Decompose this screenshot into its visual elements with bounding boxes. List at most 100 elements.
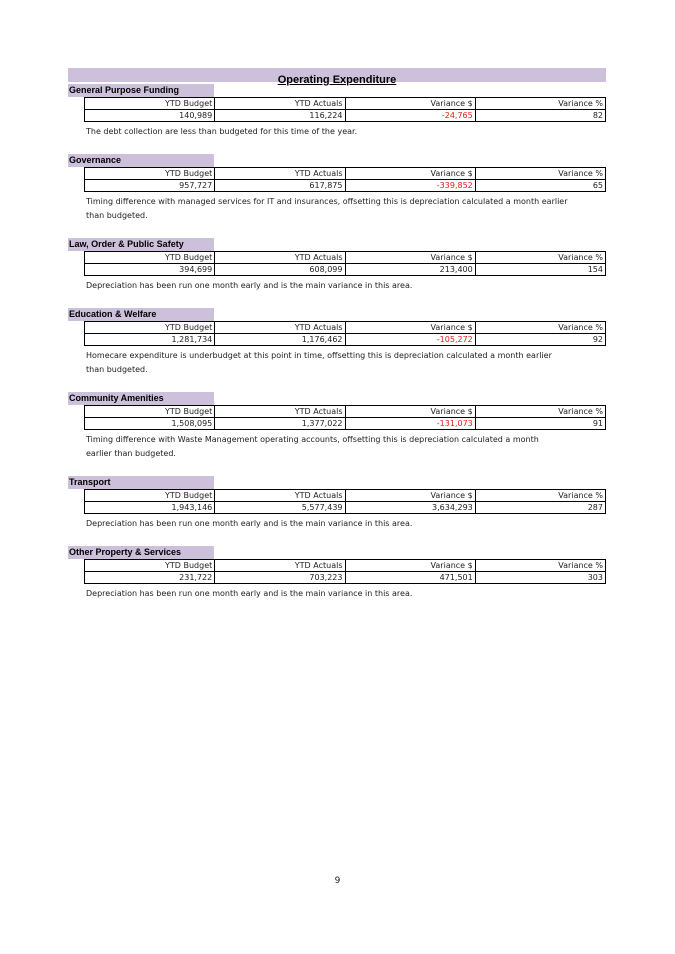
- variance-table: YTD Budget YTD Actuals Variance $ Varian…: [83, 251, 607, 276]
- header-ytd-actuals: YTD Actuals: [214, 167, 346, 180]
- note-line: Depreciation has been run one month earl…: [86, 519, 413, 528]
- ytd-actuals-value: 5,577,439: [214, 501, 346, 514]
- header-ytd-budget: YTD Budget: [83, 489, 216, 502]
- table-row: 1,281,734 1,176,462 -105,272 92: [83, 333, 607, 346]
- table-row: 1,508,095 1,377,022 -131,073 91: [83, 417, 607, 430]
- variance-amount-value: 3,634,293: [344, 501, 476, 514]
- header-ytd-actuals: YTD Actuals: [214, 405, 346, 418]
- header-ytd-actuals: YTD Actuals: [214, 251, 346, 264]
- note-line: Depreciation has been run one month earl…: [86, 281, 413, 290]
- note-line: Timing difference with Waste Management …: [86, 435, 539, 444]
- variance-percent-value: 91: [474, 417, 607, 430]
- ytd-actuals-value: 608,099: [214, 263, 346, 276]
- variance-percent-value: 154: [474, 263, 607, 276]
- section-transport: Transport YTD Budget YTD Actuals Varianc…: [68, 476, 608, 531]
- header-variance-percent: Variance %: [474, 321, 607, 334]
- header-variance-amount: Variance $: [344, 167, 476, 180]
- section-note: The debt collection are less than budget…: [86, 125, 586, 139]
- table-row: 394,699 608,099 213,400 154: [83, 263, 607, 276]
- section-note: Depreciation has been run one month earl…: [86, 517, 586, 531]
- section-note: Depreciation has been run one month earl…: [86, 279, 586, 293]
- header-ytd-actuals: YTD Actuals: [214, 489, 346, 502]
- variance-amount-value: -339,852: [344, 179, 476, 192]
- note-line: The debt collection are less than budget…: [86, 127, 358, 136]
- header-ytd-budget: YTD Budget: [83, 97, 216, 110]
- section-note: Homecare expenditure is underbudget at t…: [86, 349, 586, 376]
- table-row: 231,722 703,223 471,501 303: [83, 571, 607, 584]
- note-line: Timing difference with managed services …: [86, 197, 568, 206]
- header-variance-percent: Variance %: [474, 167, 607, 180]
- variance-table: YTD Budget YTD Actuals Variance $ Varian…: [83, 97, 607, 122]
- ytd-budget-value: 140,989: [83, 109, 216, 122]
- variance-percent-value: 303: [474, 571, 607, 584]
- header-variance-amount: Variance $: [344, 489, 476, 502]
- section-community-amenities: Community Amenities YTD Budget YTD Actua…: [68, 392, 608, 460]
- variance-percent-value: 65: [474, 179, 607, 192]
- section-general-purpose-funding: General Purpose Funding YTD Budget YTD A…: [68, 84, 608, 139]
- header-ytd-actuals: YTD Actuals: [214, 559, 346, 572]
- section-heading: Other Property & Services: [68, 546, 214, 559]
- table-row: 957,727 617,875 -339,852 65: [83, 179, 607, 192]
- section-heading: Community Amenities: [68, 392, 214, 405]
- section-heading: General Purpose Funding: [68, 84, 214, 97]
- table-header-row: YTD Budget YTD Actuals Variance $ Varian…: [83, 251, 607, 264]
- section-education-welfare: Education & Welfare YTD Budget YTD Actua…: [68, 308, 608, 376]
- table-header-row: YTD Budget YTD Actuals Variance $ Varian…: [83, 321, 607, 334]
- variance-table: YTD Budget YTD Actuals Variance $ Varian…: [83, 321, 607, 346]
- note-line: than budgeted.: [86, 210, 148, 220]
- header-variance-percent: Variance %: [474, 97, 607, 110]
- section-other-property-services: Other Property & Services YTD Budget YTD…: [68, 546, 608, 601]
- ytd-actuals-value: 116,224: [214, 109, 346, 122]
- variance-amount-value: -131,073: [344, 417, 476, 430]
- header-variance-amount: Variance $: [344, 405, 476, 418]
- ytd-budget-value: 231,722: [83, 571, 216, 584]
- variance-amount-value: -24,765: [344, 109, 476, 122]
- table-row: 1,943,146 5,577,439 3,634,293 287: [83, 501, 607, 514]
- page-title: Operating Expenditure: [277, 74, 397, 86]
- section-law-order-public-safety: Law, Order & Public Safety YTD Budget YT…: [68, 238, 608, 293]
- header-ytd-budget: YTD Budget: [83, 251, 216, 264]
- table-header-row: YTD Budget YTD Actuals Variance $ Varian…: [83, 97, 607, 110]
- table-header-row: YTD Budget YTD Actuals Variance $ Varian…: [83, 489, 607, 502]
- header-ytd-actuals: YTD Actuals: [214, 97, 346, 110]
- header-ytd-actuals: YTD Actuals: [214, 321, 346, 334]
- header-ytd-budget: YTD Budget: [83, 321, 216, 334]
- header-ytd-budget: YTD Budget: [83, 405, 216, 418]
- note-line: earlier than budgeted.: [86, 448, 176, 458]
- ytd-actuals-value: 617,875: [214, 179, 346, 192]
- header-variance-amount: Variance $: [344, 321, 476, 334]
- header-variance-percent: Variance %: [474, 405, 607, 418]
- ytd-actuals-value: 703,223: [214, 571, 346, 584]
- section-note: Depreciation has been run one month earl…: [86, 587, 586, 601]
- ytd-actuals-value: 1,377,022: [214, 417, 346, 430]
- note-line: Homecare expenditure is underbudget at t…: [86, 351, 552, 360]
- variance-percent-value: 92: [474, 333, 607, 346]
- section-heading: Transport: [68, 476, 214, 489]
- header-variance-percent: Variance %: [474, 489, 607, 502]
- table-header-row: YTD Budget YTD Actuals Variance $ Varian…: [83, 405, 607, 418]
- variance-amount-value: -105,272: [344, 333, 476, 346]
- variance-table: YTD Budget YTD Actuals Variance $ Varian…: [83, 489, 607, 514]
- ytd-budget-value: 1,508,095: [83, 417, 216, 430]
- header-ytd-budget: YTD Budget: [83, 559, 216, 572]
- variance-table: YTD Budget YTD Actuals Variance $ Varian…: [83, 405, 607, 430]
- header-variance-amount: Variance $: [344, 251, 476, 264]
- section-heading: Education & Welfare: [68, 308, 214, 321]
- section-note: Timing difference with Waste Management …: [86, 433, 586, 460]
- header-variance-amount: Variance $: [344, 559, 476, 572]
- title-bar: Operating Expenditure: [68, 68, 606, 86]
- section-governance: Governance YTD Budget YTD Actuals Varian…: [68, 154, 608, 222]
- section-heading: Law, Order & Public Safety: [68, 238, 214, 251]
- variance-table: YTD Budget YTD Actuals Variance $ Varian…: [83, 167, 607, 192]
- ytd-budget-value: 1,281,734: [83, 333, 216, 346]
- variance-percent-value: 82: [474, 109, 607, 122]
- table-header-row: YTD Budget YTD Actuals Variance $ Varian…: [83, 167, 607, 180]
- header-variance-percent: Variance %: [474, 251, 607, 264]
- table-row: 140,989 116,224 -24,765 82: [83, 109, 607, 122]
- ytd-budget-value: 394,699: [83, 263, 216, 276]
- header-variance-amount: Variance $: [344, 97, 476, 110]
- variance-amount-value: 213,400: [344, 263, 476, 276]
- variance-amount-value: 471,501: [344, 571, 476, 584]
- section-heading: Governance: [68, 154, 214, 167]
